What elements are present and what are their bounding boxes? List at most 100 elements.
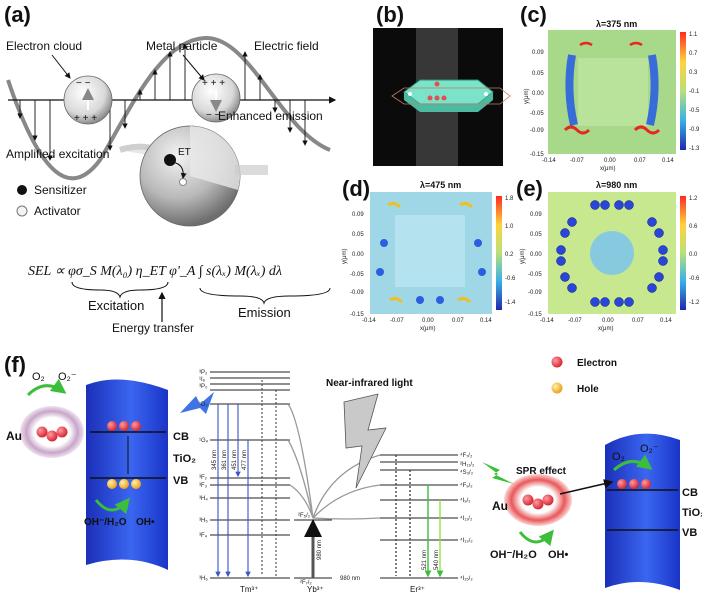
colorbar-c (680, 32, 686, 150)
sensitizer-ion (164, 154, 176, 166)
octagon-nanostructure (403, 79, 494, 105)
nanoparticle-ring-e (556, 200, 668, 307)
label-electron-cloud: Electron cloud (6, 39, 82, 53)
legend-sensitizer: Sensitizer (34, 183, 87, 197)
svg-text:y(μm): y(μm) (520, 249, 526, 264)
svg-text:0.6: 0.6 (689, 224, 698, 230)
left-tio2-band (86, 379, 168, 570)
svg-text:-0.5: -0.5 (689, 108, 700, 114)
label-energy-transfer: Energy transfer (112, 321, 194, 335)
left-excitation-bolt (180, 392, 214, 414)
right-o2-radical: O₂⁻ (640, 443, 659, 455)
svg-text:0.07: 0.07 (452, 318, 464, 324)
right-au-label: Au (492, 499, 508, 513)
panel-a: (a) − − + + + + + + − − (4, 2, 337, 335)
svg-text:-0.09: -0.09 (530, 128, 544, 134)
legend-electron-dot (551, 356, 563, 368)
svg-text:⁴F₉/₂: ⁴F₉/₂ (460, 482, 473, 489)
svg-text:⁴I₁₅/₂: ⁴I₁₅/₂ (460, 575, 473, 582)
svg-text:0.00: 0.00 (352, 252, 364, 258)
energy-level-diagram (210, 371, 458, 579)
svg-text:980 nm: 980 nm (340, 576, 360, 582)
right-vb: VB (682, 527, 697, 539)
svg-text:-1.2: -1.2 (689, 300, 700, 306)
sel-formula: SEL ∝ φσ_S M(λ₀) η_ET φ'_A ∫ s(λₓ) M(λₓ)… (28, 264, 282, 279)
left-o2-radical: O₂⁻ (58, 371, 77, 383)
label-metal-particle: Metal particle (146, 39, 218, 53)
svg-text:0.14: 0.14 (660, 318, 672, 324)
panel-label-f: (f) (4, 352, 26, 377)
svg-text:-0.05: -0.05 (350, 272, 364, 278)
map-e-title: λ=980 nm (596, 180, 637, 190)
svg-text:¹D₂: ¹D₂ (199, 402, 208, 408)
svg-text:0.14: 0.14 (480, 318, 492, 324)
electron-injection-arrow (559, 479, 614, 495)
legend-electron: Electron (577, 358, 617, 369)
svg-text:y(μm): y(μm) (524, 89, 530, 104)
svg-text:− −: − − (76, 78, 91, 89)
svg-text:-0.09: -0.09 (528, 290, 542, 296)
svg-text:⁴I₁₃/₂: ⁴I₁₃/₂ (460, 537, 473, 544)
legend-hole: Hole (577, 384, 599, 395)
right-cb: CB (682, 487, 698, 499)
svg-text:451 nm: 451 nm (232, 450, 238, 470)
tm-emission-lines (215, 380, 277, 578)
svg-text:³H₆: ³H₆ (199, 576, 208, 582)
panel-d-field-map: (d) λ=475 nm 1.8 1.0 0.2 -0.6 -1.4 0.09 … (342, 176, 516, 332)
map-c-title: λ=375 nm (596, 19, 637, 29)
svg-text:³P₂: ³P₂ (199, 370, 208, 376)
svg-text:-0.09: -0.09 (350, 290, 364, 296)
svg-text:-1.4: -1.4 (505, 300, 516, 306)
energy-transfer-curves (287, 403, 381, 520)
svg-text:0.00: 0.00 (532, 91, 544, 97)
svg-text:345 nm: 345 nm (212, 450, 218, 470)
svg-text:-0.14: -0.14 (362, 318, 376, 324)
nir-lightning-icon (343, 393, 387, 489)
svg-text:¹I₆: ¹I₆ (199, 377, 206, 383)
legend-sensitizer-dot (17, 185, 27, 195)
svg-text:1.8: 1.8 (505, 196, 514, 202)
label-et: ET (178, 147, 191, 158)
svg-text:²H₁₁/₂: ²H₁₁/₂ (460, 462, 475, 468)
left-oh-h2o: OH⁻/H₂O (84, 517, 127, 528)
svg-text:¹G₄: ¹G₄ (199, 438, 209, 444)
tm-ion-label: Tm³⁺ (240, 585, 258, 594)
svg-text:1.0: 1.0 (505, 224, 514, 230)
panel-label-e: (e) (516, 176, 543, 201)
svg-text:0.00: 0.00 (602, 318, 614, 324)
svg-text:540 nm: 540 nm (434, 550, 440, 570)
svg-text:0.05: 0.05 (530, 232, 542, 238)
left-oh-radical: OH• (136, 517, 155, 528)
electric-field-wave (6, 35, 331, 181)
panel-label-d: (d) (342, 176, 370, 201)
colorbar-e (680, 196, 686, 310)
right-o2: O₂ (612, 451, 625, 463)
yb-ion-label: Yb³⁺ (307, 585, 324, 594)
svg-text:361 nm: 361 nm (222, 450, 228, 470)
label-excitation: Excitation (88, 298, 144, 313)
label-amplified-excitation: Amplified excitation (6, 147, 109, 161)
svg-text:0.09: 0.09 (532, 50, 544, 56)
spr-effect-label: SPR effect (516, 466, 567, 477)
left-tio2: TiO₂ (173, 453, 196, 465)
svg-text:1.1: 1.1 (689, 32, 698, 38)
svg-text:− −: − − (206, 110, 221, 121)
svg-text:-0.15: -0.15 (350, 312, 364, 318)
svg-text:-0.6: -0.6 (689, 276, 700, 282)
svg-text:0.0: 0.0 (689, 252, 698, 258)
panel-b: (b) (373, 2, 511, 166)
spr-bolt-icon (482, 462, 514, 484)
svg-text:⁴S₃/₂: ⁴S₃/₂ (460, 469, 474, 476)
left-vb: VB (173, 475, 188, 487)
nir-label: Near-infrared light (326, 378, 413, 389)
er-ion-label: Er³⁺ (410, 585, 425, 594)
svg-text:0.00: 0.00 (604, 158, 616, 164)
svg-text:-0.05: -0.05 (528, 272, 542, 278)
colorbar-d (496, 196, 502, 310)
right-tio2-band (605, 433, 680, 590)
svg-text:²F₅/₂: ²F₅/₂ (298, 513, 311, 519)
svg-text:0.7: 0.7 (689, 51, 698, 57)
label-electric-field: Electric field (254, 39, 319, 53)
er-level-labels: ⁴F₇/₂ ²H₁₁/₂ ⁴S₃/₂ ⁴F₉/₂ ⁴I₉/₂ ⁴I₁₁/₂ ⁴I… (460, 452, 475, 582)
